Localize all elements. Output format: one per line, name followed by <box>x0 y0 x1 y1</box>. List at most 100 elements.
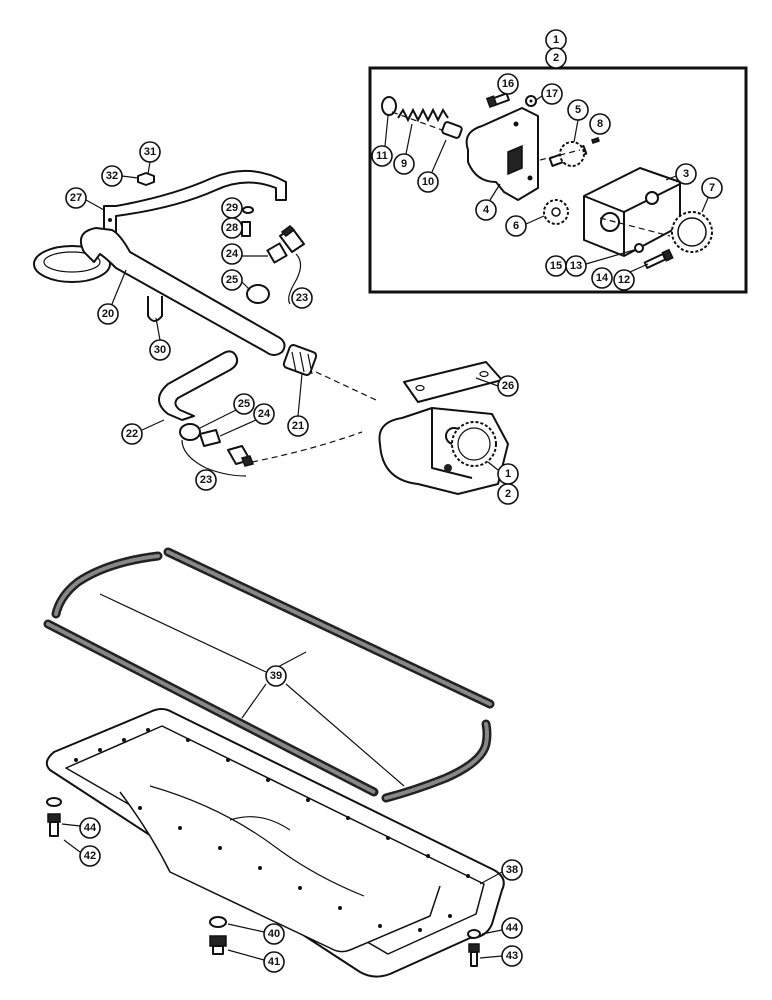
part-idler-gear <box>543 199 569 225</box>
part-ferrule-25-lower <box>179 423 201 441</box>
svg-text:14: 14 <box>596 272 609 284</box>
svg-text:26: 26 <box>502 380 514 392</box>
part-ferrule-25-upper <box>246 284 270 304</box>
svg-text:8: 8 <box>597 118 603 130</box>
part-washer-15 <box>634 243 644 253</box>
callout-10: 10 <box>417 171 439 193</box>
part-bolt-43 <box>468 943 480 967</box>
svg-text:7: 7 <box>709 182 715 194</box>
callout-23-lower: 23 <box>195 469 217 491</box>
svg-text:32: 32 <box>106 170 118 182</box>
callout-23-upper: 23 <box>291 287 313 309</box>
part-bolt-12 <box>643 248 674 269</box>
callout-29: 29 <box>221 197 243 219</box>
svg-text:6: 6 <box>513 220 519 232</box>
part-oil-pump-assembly <box>378 407 509 495</box>
svg-text:43: 43 <box>506 950 518 962</box>
callout-15: 15 <box>545 255 567 277</box>
part-support-bracket <box>103 169 287 235</box>
svg-text:15: 15 <box>550 260 562 272</box>
part-u-clip <box>147 296 163 322</box>
callout-13: 13 <box>565 255 587 277</box>
callout-17: 17 <box>541 83 563 105</box>
svg-text:5: 5 <box>575 104 581 116</box>
part-connector-upper <box>279 225 305 253</box>
part-spring <box>397 107 449 123</box>
part-lock-nut <box>137 172 155 186</box>
svg-text:30: 30 <box>154 344 166 356</box>
callout-2-mid: 2 <box>497 483 519 505</box>
callout-31: 31 <box>139 141 161 163</box>
part-bolt-42 <box>47 813 61 837</box>
callout-22: 22 <box>121 423 143 445</box>
svg-text:3: 3 <box>683 168 689 180</box>
callout-12: 12 <box>613 269 635 291</box>
callout-27: 27 <box>65 187 87 209</box>
callout-42: 42 <box>79 845 101 867</box>
svg-text:28: 28 <box>226 222 238 234</box>
callout-2-top: 2 <box>545 47 567 69</box>
svg-text:25: 25 <box>238 398 250 410</box>
svg-text:11: 11 <box>376 150 388 162</box>
svg-text:22: 22 <box>126 428 138 440</box>
part-oil-pickup-tube <box>33 227 286 356</box>
callout-24-lower: 24 <box>253 403 275 425</box>
svg-text:13: 13 <box>570 260 582 272</box>
svg-text:1: 1 <box>553 34 559 46</box>
callout-20: 20 <box>97 303 119 325</box>
callout-1-top: 1 <box>545 29 567 51</box>
svg-text:44: 44 <box>84 822 97 834</box>
svg-text:12: 12 <box>618 274 630 286</box>
part-washer-44-right <box>467 929 481 939</box>
svg-text:41: 41 <box>268 956 280 968</box>
callout-8: 8 <box>589 113 611 135</box>
callout-43: 43 <box>501 945 523 967</box>
callout-9: 9 <box>393 153 415 175</box>
part-washer-40 <box>209 916 227 928</box>
callout-7: 7 <box>701 177 723 199</box>
svg-text:24: 24 <box>258 408 271 420</box>
callout-25-upper: 25 <box>221 269 243 291</box>
svg-text:17: 17 <box>546 88 558 100</box>
callout-39: 39 <box>265 665 287 687</box>
svg-text:2: 2 <box>553 52 559 64</box>
part-bolt-16 <box>485 92 510 109</box>
svg-text:42: 42 <box>84 850 96 862</box>
part-driven-gear <box>671 211 713 253</box>
callout-40: 40 <box>263 923 285 945</box>
svg-text:2: 2 <box>505 488 511 500</box>
callout-30: 30 <box>149 339 171 361</box>
part-oil-pan <box>45 708 505 978</box>
svg-text:4: 4 <box>483 204 490 216</box>
svg-text:21: 21 <box>292 420 304 432</box>
part-plug <box>381 96 397 116</box>
part-washer-17 <box>525 95 537 107</box>
callout-3: 3 <box>675 163 697 185</box>
callout-5: 5 <box>567 99 589 121</box>
callout-16: 16 <box>497 73 519 95</box>
part-pump-cover <box>465 107 539 201</box>
svg-text:1: 1 <box>505 468 511 480</box>
part-elbow-tube <box>158 350 239 421</box>
svg-text:44: 44 <box>506 922 519 934</box>
part-key <box>591 137 600 144</box>
svg-text:39: 39 <box>270 670 282 682</box>
svg-text:23: 23 <box>200 474 212 486</box>
callout-11: 11 <box>371 145 393 167</box>
part-drain-plug-41 <box>209 935 227 955</box>
callout-6: 6 <box>505 215 527 237</box>
part-fitting-24-upper <box>266 242 288 264</box>
callout-38: 38 <box>501 859 523 881</box>
svg-text:27: 27 <box>70 192 82 204</box>
part-washer-44-left <box>46 797 62 807</box>
callout-1-mid: 1 <box>497 463 519 485</box>
part-drive-gear <box>548 141 588 167</box>
callout-25-lower: 25 <box>233 393 255 415</box>
part-fitting-24-lower <box>199 429 221 447</box>
callout-24-upper: 24 <box>221 243 243 265</box>
callout-44-left: 44 <box>79 817 101 839</box>
callout-14: 14 <box>591 267 613 289</box>
callout-21: 21 <box>287 415 309 437</box>
svg-text:10: 10 <box>422 176 434 188</box>
part-pan-gaskets <box>43 547 495 803</box>
